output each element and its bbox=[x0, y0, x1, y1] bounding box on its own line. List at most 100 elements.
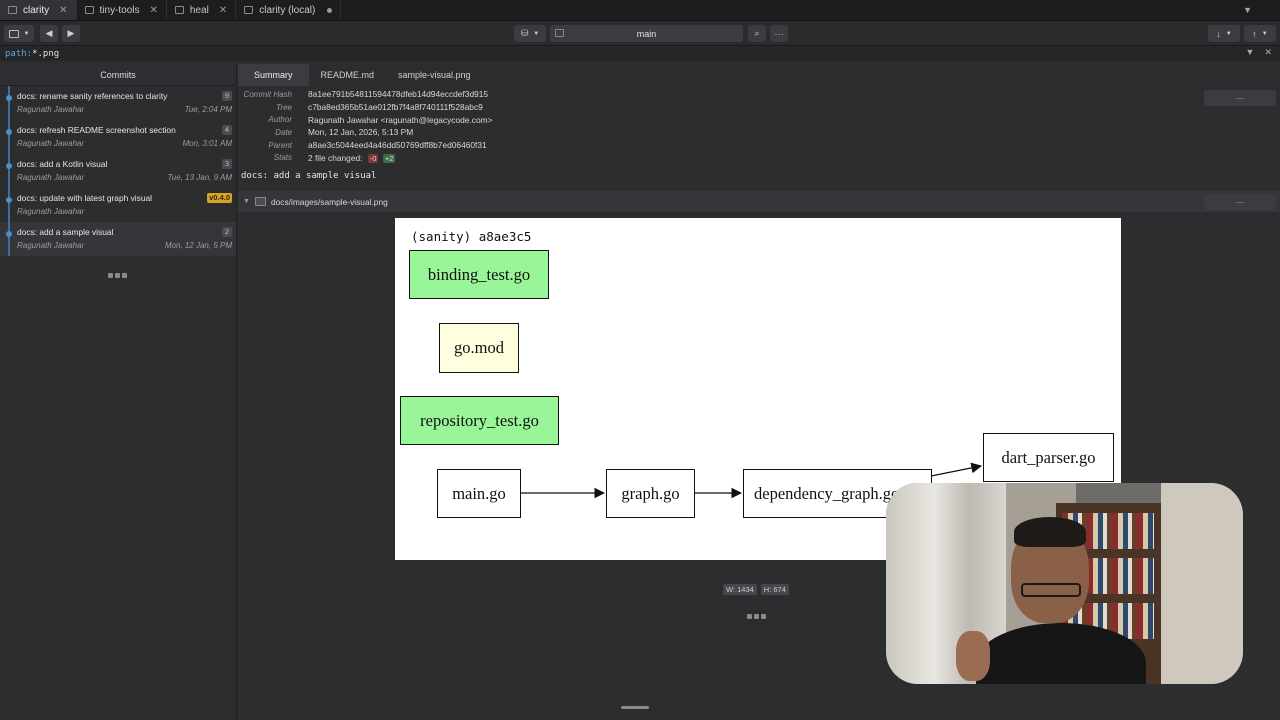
commits-pane: Commits docs: rename sanity references t… bbox=[0, 64, 237, 720]
close-icon[interactable]: ✕ bbox=[149, 4, 158, 16]
path-filter-key: path: bbox=[5, 48, 33, 59]
arrow-left-icon: ◀ bbox=[45, 28, 53, 38]
webcam-overlay bbox=[886, 483, 1243, 684]
folder-icon bbox=[244, 6, 254, 14]
graph-rail bbox=[8, 188, 10, 222]
image-preview: (sanity) a8ae3c5 binding_test.go go.mod … bbox=[395, 218, 1121, 560]
path-filter-bar[interactable]: path: *.png ▼ ✕ bbox=[0, 46, 1280, 61]
tab-bar: clarity ✕ tiny-tools ✕ heal ✕ clarity (l… bbox=[0, 0, 1280, 21]
commit-date: Mon, 12 Jan, 5 PM bbox=[164, 241, 232, 250]
additions-badge: +2 bbox=[382, 153, 396, 163]
tab-clarity-local[interactable]: clarity (local) bbox=[236, 0, 342, 20]
graph-rail bbox=[8, 222, 10, 256]
stats-value: 2 file changed: -0 +2 bbox=[292, 153, 396, 163]
commit-date: Tue, 2:04 PM bbox=[184, 105, 232, 114]
loading-more-icon bbox=[108, 273, 127, 278]
tab-label: heal bbox=[189, 4, 209, 16]
tab-summary[interactable]: Summary bbox=[238, 64, 309, 86]
tab-clarity[interactable]: clarity ✕ bbox=[0, 0, 77, 20]
toolbar: ▼ ◀ ▶ ⛁ ▼ main ⌕ ··· ↓ ▼ ↑ ▼ bbox=[0, 21, 1280, 46]
commit-node-icon bbox=[6, 231, 12, 237]
tab-label: tiny-tools bbox=[99, 4, 140, 16]
more-button[interactable]: ··· bbox=[770, 25, 788, 42]
summary-key: Author bbox=[268, 115, 292, 125]
tag-badge: v0.4.0 bbox=[207, 193, 232, 203]
summary-row-date: Date Mon, 12 Jan, 2026, 5:13 PM bbox=[238, 126, 1198, 139]
summary-row-author: Author Ragunath Jawahar <ragunath@legacy… bbox=[238, 113, 1198, 126]
arrow-down-icon: ↓ bbox=[1216, 28, 1221, 39]
horizontal-scrollbar[interactable] bbox=[621, 706, 649, 709]
push-button[interactable]: ↑ ▼ bbox=[1244, 25, 1276, 42]
back-button[interactable]: ◀ bbox=[40, 25, 58, 42]
arrow-up-icon: ↑ bbox=[1252, 28, 1257, 39]
commit-node-icon bbox=[6, 129, 12, 135]
sidebar-icon bbox=[8, 29, 19, 38]
search-icon: ⌕ bbox=[754, 28, 760, 38]
tab-label: clarity (local) bbox=[259, 4, 316, 16]
commit-author: Ragunath Jawahar bbox=[17, 207, 85, 216]
summary-key: Parent bbox=[268, 140, 292, 150]
node-repository-test: repository_test.go bbox=[400, 396, 559, 445]
chevron-down-icon: ▼ bbox=[1261, 30, 1268, 37]
summary-row-parent: Parent a8ae3c5044eed4a46dd50769dff8b7ed0… bbox=[238, 139, 1198, 152]
commit-hash[interactable]: 8a1ee791b54811594478dfeb14d94eccdef3d915 bbox=[308, 89, 489, 100]
detail-tabs: Summary README.md sample-visual.png bbox=[238, 64, 1280, 86]
count-badge: 3 bbox=[222, 159, 232, 169]
edge-depgraph-dart bbox=[930, 462, 983, 477]
branch-name: main bbox=[636, 28, 657, 39]
close-icon[interactable]: ✕ bbox=[218, 4, 228, 16]
filter-dropdown-icon[interactable]: ▼ bbox=[1245, 47, 1255, 57]
dependency-edges bbox=[521, 462, 983, 499]
file-more-button[interactable]: ··· bbox=[1204, 194, 1276, 210]
node-dart-parser: dart_parser.go bbox=[983, 433, 1114, 482]
path-filter-value[interactable]: *.png bbox=[32, 48, 60, 59]
arrow-right-icon: ▶ bbox=[67, 28, 75, 38]
branch-display[interactable]: main bbox=[550, 25, 743, 42]
summary-key: Date bbox=[275, 127, 292, 137]
image-file-icon bbox=[254, 197, 266, 206]
graph-rail bbox=[8, 154, 10, 188]
file-header[interactable]: ▼ docs/images/sample-visual.png bbox=[238, 191, 1280, 212]
tree-hash[interactable]: c7ba8ed365b51ae012fb7f4a8f740111f528abc9 bbox=[308, 102, 483, 113]
folder-icon bbox=[8, 6, 17, 14]
parent-hash[interactable]: a8ae3c5044eed4a46dd50769dff8b7ed06460f31 bbox=[308, 140, 487, 151]
chevron-down-icon: ▼ bbox=[1225, 30, 1232, 37]
folder-icon bbox=[174, 6, 184, 14]
node-graph: graph.go bbox=[606, 469, 695, 518]
pull-button[interactable]: ↓ ▼ bbox=[1208, 25, 1240, 42]
commit-node-icon bbox=[6, 163, 12, 169]
node-go-mod: go.mod bbox=[439, 323, 519, 373]
commit-date: Mon, 3:01 AM bbox=[182, 139, 232, 148]
collapse-triangle-icon[interactable]: ▼ bbox=[243, 198, 250, 205]
clear-filter-icon[interactable]: ✕ bbox=[1264, 47, 1272, 57]
forward-button[interactable]: ▶ bbox=[62, 25, 80, 42]
branch-selector-button[interactable]: ⛁ ▼ bbox=[514, 25, 546, 42]
image-height: H: 674 bbox=[760, 584, 789, 595]
loading-more-icon bbox=[747, 614, 766, 619]
tab-sample-visual[interactable]: sample-visual.png bbox=[398, 70, 471, 80]
commit-title: docs: add a sample visual bbox=[241, 171, 377, 181]
close-icon[interactable]: ✕ bbox=[59, 4, 68, 16]
commit-summary: Commit Hash 8a1ee791b54811594478dfeb14d9… bbox=[238, 88, 1198, 168]
date-value: Mon, 12 Jan, 2026, 5:13 PM bbox=[308, 127, 414, 138]
tab-tiny-tools[interactable]: tiny-tools ✕ bbox=[77, 0, 167, 20]
commit-row[interactable]: docs: rename sanity references to clarit… bbox=[0, 86, 236, 120]
commit-author: Ragunath Jawahar bbox=[17, 139, 85, 148]
summary-row-stats: Stats 2 file changed: -0 +2 bbox=[238, 151, 1198, 164]
tab-heal[interactable]: heal ✕ bbox=[167, 0, 237, 20]
tab-readme[interactable]: README.md bbox=[320, 70, 375, 80]
graph-rail bbox=[8, 86, 10, 120]
diagram-title: (sanity) a8ae3c5 bbox=[411, 229, 532, 244]
node-binding-test: binding_test.go bbox=[409, 250, 549, 299]
tab-overflow-chevron-icon[interactable]: ▼ bbox=[1243, 5, 1252, 15]
sidebar-toggle-button[interactable]: ▼ bbox=[4, 25, 34, 42]
summary-more-button[interactable]: ··· bbox=[1204, 90, 1276, 106]
search-button[interactable]: ⌕ bbox=[748, 25, 766, 42]
ellipsis-icon: ··· bbox=[774, 28, 784, 39]
commit-author: Ragunath Jawahar bbox=[17, 241, 85, 250]
commit-message: docs: update with latest graph visual bbox=[17, 193, 153, 203]
